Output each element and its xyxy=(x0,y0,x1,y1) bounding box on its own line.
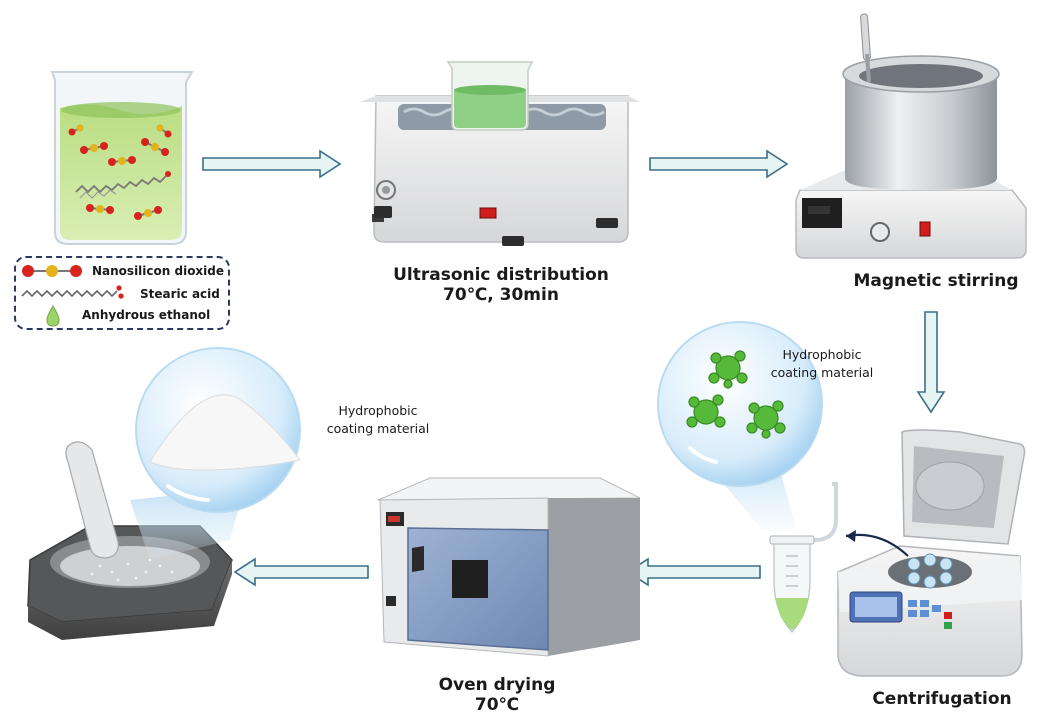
legend-label-anhydrous-ethanol: Anhydrous ethanol xyxy=(82,308,211,322)
ultrasonic-condition: 70℃, 30min xyxy=(443,284,559,305)
nanosilicon-dioxide-molecule-icon xyxy=(22,265,82,277)
transfer-arrow-icon xyxy=(845,530,909,557)
arrow-ultrasonic-to-stirring xyxy=(649,149,789,179)
arrow-beaker-to-ultrasonic xyxy=(202,149,342,179)
centrifuge-illustration xyxy=(837,429,1026,677)
stearic-acid-chain-icon xyxy=(21,285,124,299)
arrow-stirring-to-centrifuge xyxy=(916,311,946,414)
magnetic-stirrer-illustration xyxy=(795,13,1027,259)
legend-label-stearic-acid: Stearic acid xyxy=(140,287,220,301)
ultrasonic-bath-illustration xyxy=(360,61,640,246)
beaker-stearic-acid-chain xyxy=(75,171,171,199)
legend-label-nanosilicon-dioxide: Nanosilicon dioxide xyxy=(92,264,225,278)
centrifuge-zoom-bubble xyxy=(657,321,823,530)
powder-bubble-line2: coating material xyxy=(326,421,430,437)
arrow-oven-to-mortar xyxy=(233,557,369,587)
beaker-illustration xyxy=(50,71,194,245)
beaker-nanosilica-molecules xyxy=(68,124,172,220)
step-label-oven-drying: Oven drying 70℃ xyxy=(422,675,572,715)
powder-zoom-bubble xyxy=(130,347,301,560)
powder-bubble-line1: Hydrophobic xyxy=(338,403,418,418)
centrifuge-bubble-line2: coating material xyxy=(770,365,874,381)
oven-title: Oven drying xyxy=(438,675,556,695)
ultrasonic-title: Ultrasonic distribution xyxy=(393,265,609,285)
centrifuge-bubble-line1: Hydrophobic xyxy=(782,347,862,362)
powder-bubble-caption: Hydrophobic coating material xyxy=(308,402,448,438)
magnetic-title: Magnetic stirring xyxy=(853,271,1019,291)
oven-condition: 70℃ xyxy=(474,694,520,715)
centrifuge-tube-illustration xyxy=(769,482,838,633)
hydrophobic-particle-icon xyxy=(686,350,786,439)
ethanol-droplet-icon xyxy=(46,305,60,327)
step-label-magnetic-stirring: Magnetic stirring xyxy=(846,271,1026,292)
step-label-ultrasonic: Ultrasonic distribution 70℃, 30min xyxy=(384,265,618,305)
centrifugation-title: Centrifugation xyxy=(872,689,1012,709)
legend-box: Nanosilicon dioxide Stearic acid Anhydro… xyxy=(14,256,230,330)
step-label-centrifugation: Centrifugation xyxy=(858,689,1026,710)
arrow-centrifuge-to-oven xyxy=(626,557,761,587)
centrifuge-bubble-caption: Hydrophobic coating material xyxy=(752,346,892,382)
drying-oven-illustration xyxy=(377,477,641,657)
